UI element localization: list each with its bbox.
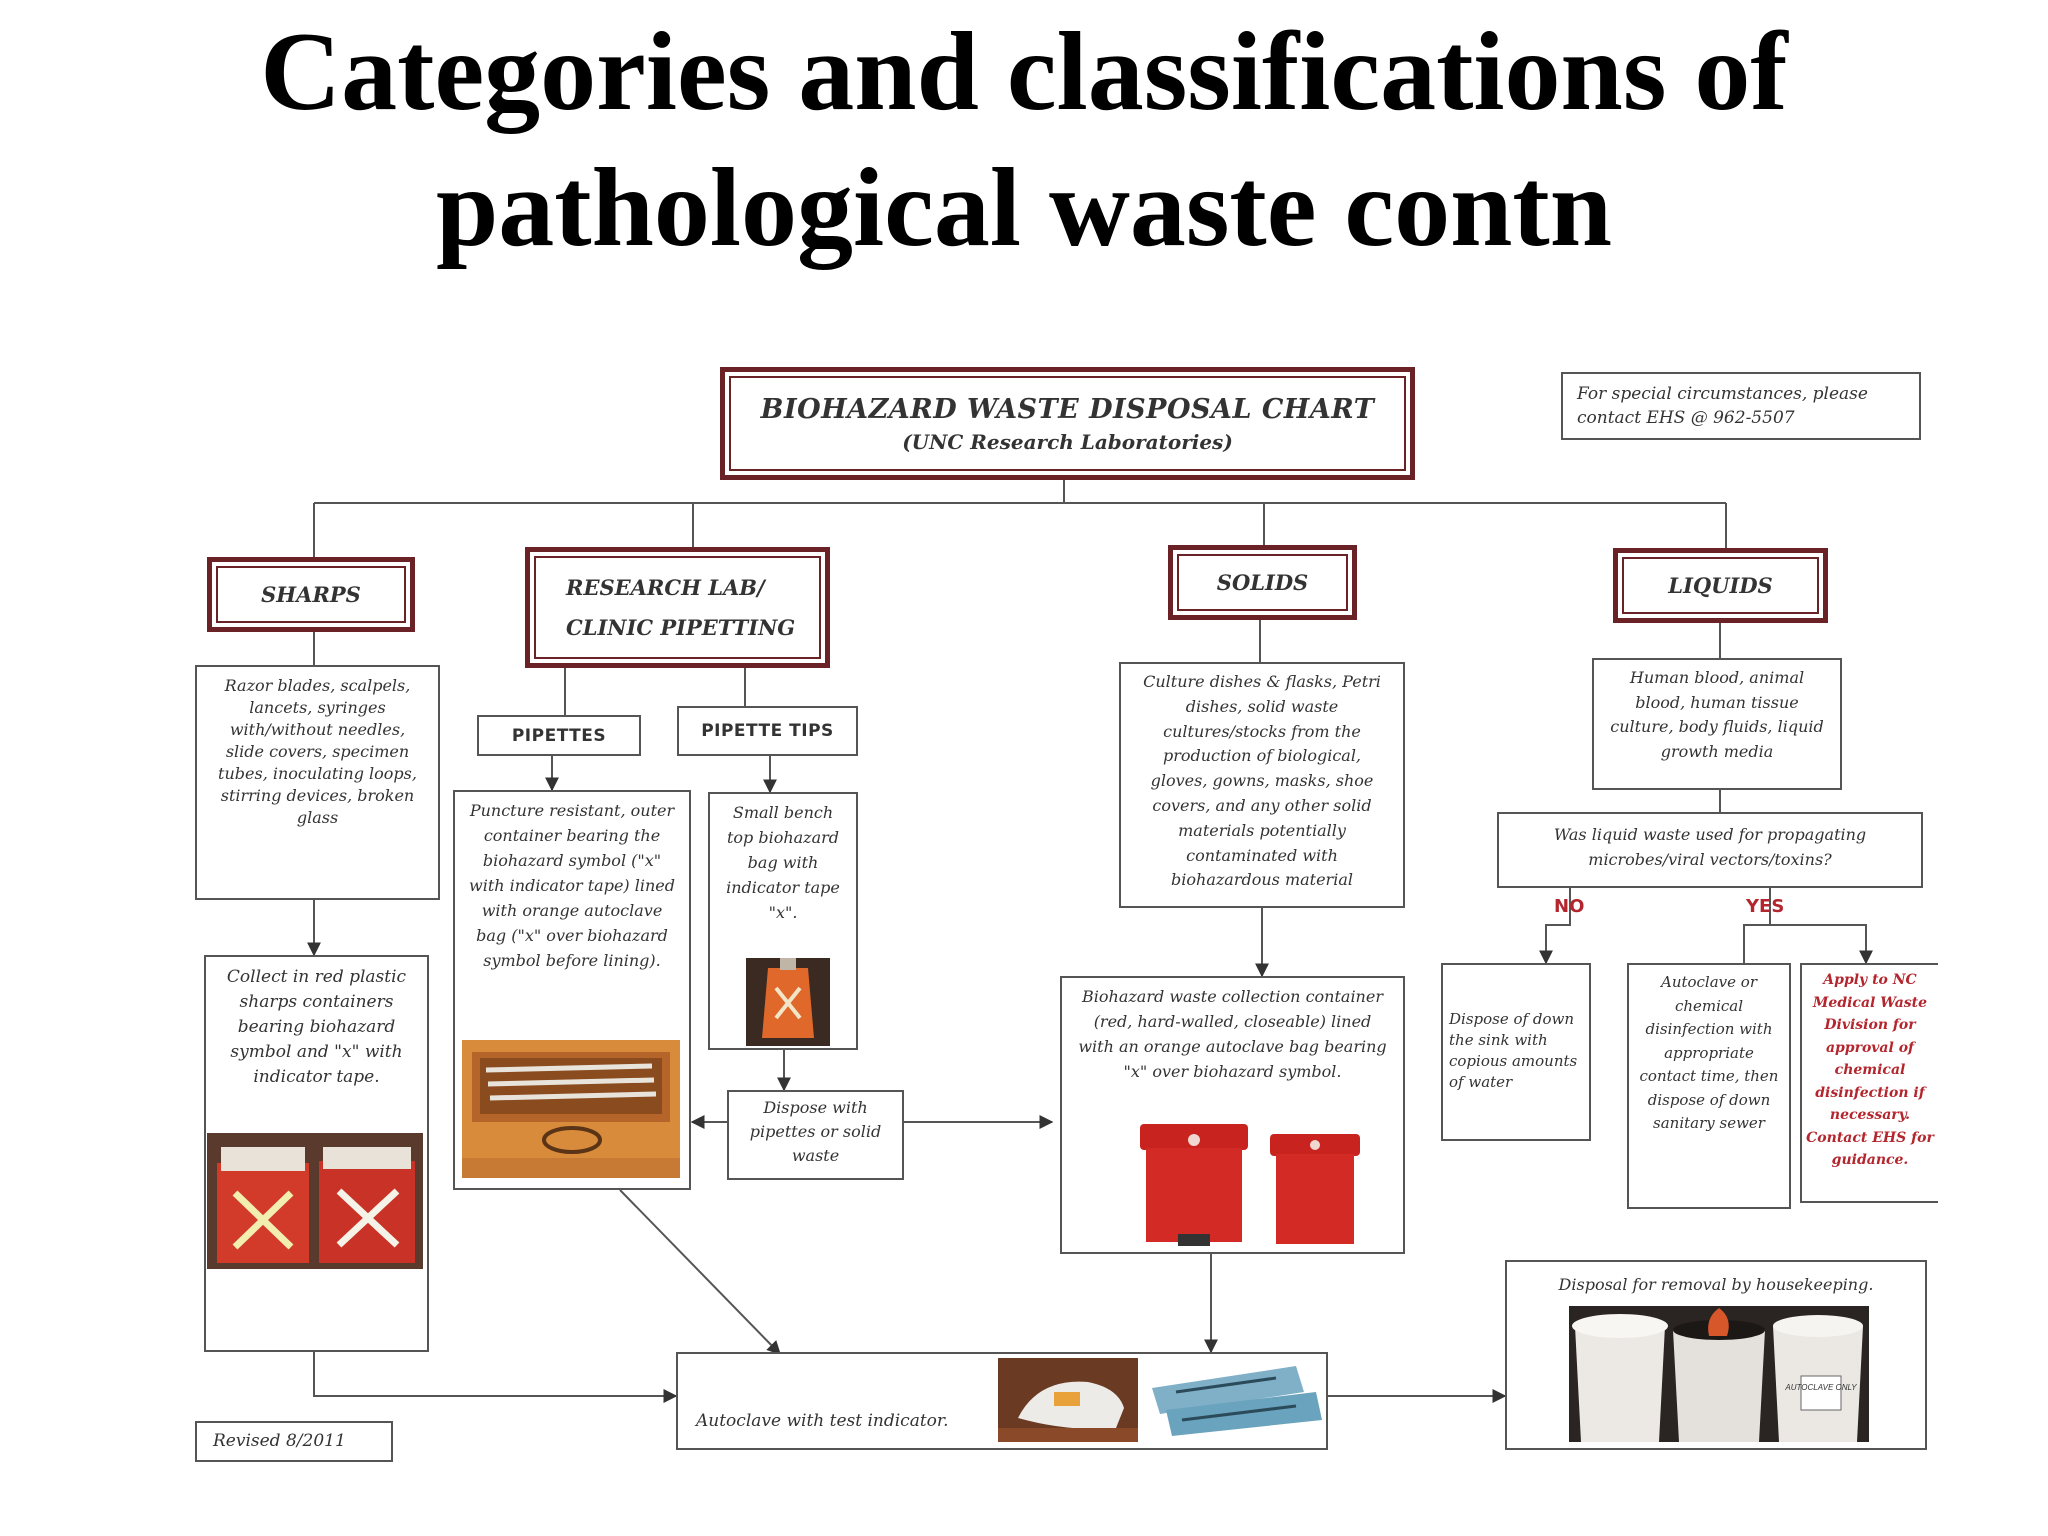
yes-action-box: Autoclave or chemical disinfection with … — [1627, 963, 1791, 1209]
pipettes-container-text: Puncture resistant, outer container bear… — [469, 801, 675, 970]
pipette-tips-label: PIPETTE TIPS — [677, 706, 858, 756]
liquids-items: Human blood, animal blood, human tissue … — [1592, 658, 1842, 790]
no-action-box: Dispose of down the sink with copious am… — [1441, 963, 1591, 1141]
red-waste-bins-photo — [1120, 1110, 1360, 1250]
yes-label: YES — [1746, 896, 1785, 917]
no-label: NO — [1554, 896, 1585, 917]
category-research-lab-label: RESEARCH LAB/ CLINIC PIPETTING — [566, 574, 796, 640]
connector-sharps-autoclave — [313, 1352, 678, 1403]
connector-no — [1539, 888, 1571, 965]
connector-research-split — [564, 668, 746, 715]
nc-approval-note: Apply to NC Medical Waste Division for a… — [1800, 963, 1938, 1203]
sharps-container-photo — [207, 1133, 423, 1269]
autoclave-text: Autoclave with test indicator. — [696, 1411, 949, 1431]
contact-note: For special circumstances, please contac… — [1561, 372, 1921, 440]
waste-buckets-photo: AUTOCLAVE ONLY — [1569, 1306, 1869, 1442]
category-sharps: SHARPS — [207, 557, 415, 632]
chart-title-box: BIOHAZARD WASTE DISPOSAL CHART (UNC Rese… — [720, 367, 1415, 480]
bucket-label: AUTOCLAVE ONLY — [1784, 1383, 1857, 1392]
housekeeping-text: Disposal for removal by housekeeping. — [1558, 1275, 1874, 1294]
revised-date: Revised 8/2011 — [195, 1421, 393, 1462]
autoclave-box: Autoclave with test indicator. — [676, 1352, 1328, 1450]
slide-title-line-2: pathological waste contn — [436, 146, 1612, 270]
pipette-tips-bag-photo — [746, 958, 830, 1046]
category-liquids: LIQUIDS — [1613, 548, 1828, 623]
sharps-collect-text: Collect in red plastic sharps containers… — [226, 967, 407, 1087]
dispose-with-box: Dispose with pipettes or solid waste — [727, 1090, 904, 1180]
housekeeping-box: Disposal for removal by housekeeping. AU… — [1505, 1260, 1927, 1450]
chart-subtitle: (UNC Research Laboratories) — [902, 429, 1233, 454]
slide-title: Categories and classifications of pathol… — [0, 4, 2048, 276]
category-solids: SOLIDS — [1168, 545, 1357, 620]
pipette-box-photo — [462, 1040, 680, 1178]
test-strips-photo — [1146, 1362, 1324, 1438]
sharps-items: Razor blades, scalpels, lancets, syringe… — [195, 665, 440, 900]
liquid-question-box: Was liquid waste used for propagating mi… — [1497, 812, 1923, 888]
solids-container-text: Biohazard waste collection container (re… — [1078, 987, 1387, 1081]
pipettes-label: PIPETTES — [477, 715, 641, 756]
chart-title: BIOHAZARD WASTE DISPOSAL CHART — [760, 393, 1375, 425]
connector-yes — [1743, 888, 1866, 963]
solids-items: Culture dishes & flasks, Petri dishes, s… — [1119, 662, 1405, 908]
connector-pipettes-autoclave — [619, 1189, 781, 1356]
indicator-glove-photo — [998, 1358, 1138, 1442]
category-research-lab: RESEARCH LAB/ CLINIC PIPETTING — [525, 547, 830, 668]
connector-title-bus — [313, 480, 1727, 557]
slide-title-line-1: Categories and classifications of — [260, 10, 1788, 134]
pipette-tips-bag-text: Small bench top biohazard bag with indic… — [726, 803, 840, 922]
